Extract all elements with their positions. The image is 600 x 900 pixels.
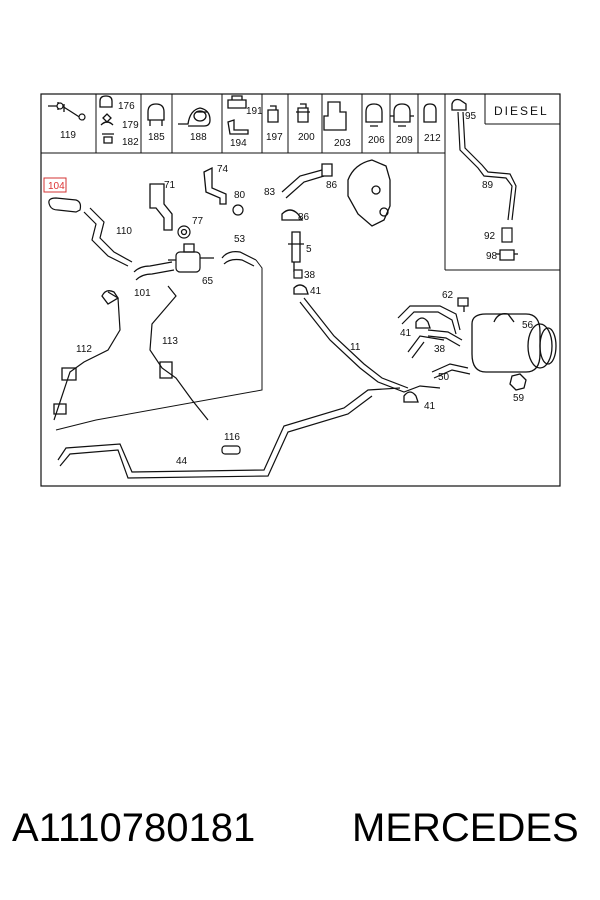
- callout-label: 65: [202, 276, 214, 287]
- caption-bar: A1110780181 MERCEDES: [0, 800, 600, 870]
- callout-label: 112: [76, 344, 92, 355]
- inset-parts: [451, 98, 518, 261]
- callout-label: 53: [234, 234, 246, 245]
- callout-label: 101: [134, 288, 151, 299]
- callout-label: 116: [224, 432, 240, 443]
- header-cell-label: 119: [60, 130, 76, 141]
- header-cell-label: 197: [266, 132, 283, 143]
- callouts: 71 74 80 83 86 110 77 86 5 53 65 101 38 41 62 41 56 112 11…: [76, 164, 534, 467]
- diagram-frame: [40, 93, 561, 487]
- callout-label: 110: [116, 226, 132, 237]
- header-cell-label: 203: [334, 138, 351, 149]
- header-cell-label: 176: [118, 101, 135, 112]
- callout-label: 59: [513, 393, 525, 404]
- header-cell-label: 179: [122, 120, 139, 131]
- main-assembly: [48, 159, 557, 479]
- callout-label: 50: [438, 372, 450, 383]
- header-cell-label: 209: [396, 135, 413, 146]
- variant-label: DIESEL: [494, 104, 549, 118]
- parts-diagram: 119 176 179 182 185 188 191 194 197 200 203 206 209 2…: [40, 93, 561, 487]
- callout-label: 38: [304, 270, 316, 281]
- callout-label: 41: [424, 401, 436, 412]
- part-number: A1110780181: [12, 806, 256, 850]
- inset-label: 98: [486, 251, 498, 262]
- inset-label: 89: [482, 180, 494, 191]
- inset-label: 92: [484, 231, 496, 242]
- inset-label: 95: [465, 111, 477, 122]
- callout-label: 56: [522, 320, 534, 331]
- callout-label: 74: [217, 164, 229, 175]
- callout-label: 83: [264, 187, 276, 198]
- inset-labels: 95 89 92 98: [465, 111, 498, 262]
- callout-label: 11: [350, 342, 361, 353]
- callout-label: 86: [326, 180, 338, 191]
- header-cell-label: 185: [148, 132, 165, 143]
- callout-label: 77: [192, 216, 204, 227]
- highlight-label: 104: [48, 181, 65, 192]
- header-cell-label: 200: [298, 132, 315, 143]
- header-cells: 119 176 179 182 185 188 191 194 197 200 203 206 209 2…: [60, 94, 441, 153]
- callout-label: 62: [442, 290, 454, 301]
- header-cell-label: 194: [230, 138, 247, 149]
- callout-label: 44: [176, 456, 188, 467]
- brand-name: MERCEDES: [352, 806, 579, 850]
- callout-label: 5: [306, 244, 312, 255]
- header-part-icons: [48, 95, 437, 144]
- callout-label: 86: [298, 212, 310, 223]
- header-cell-label: 188: [190, 132, 207, 143]
- callout-label: 113: [162, 336, 178, 347]
- callout-label: 41: [400, 328, 412, 339]
- callout-label: 41: [310, 286, 322, 297]
- callout-label: 38: [434, 344, 446, 355]
- header-cell-label: 212: [424, 133, 441, 144]
- callout-label: 71: [164, 180, 176, 191]
- callout-label: 80: [234, 190, 246, 201]
- header-cell-label: 182: [122, 137, 139, 148]
- header-cell-label: 191: [246, 106, 263, 117]
- highlight-box: [43, 177, 67, 193]
- header-cell-label: 206: [368, 135, 385, 146]
